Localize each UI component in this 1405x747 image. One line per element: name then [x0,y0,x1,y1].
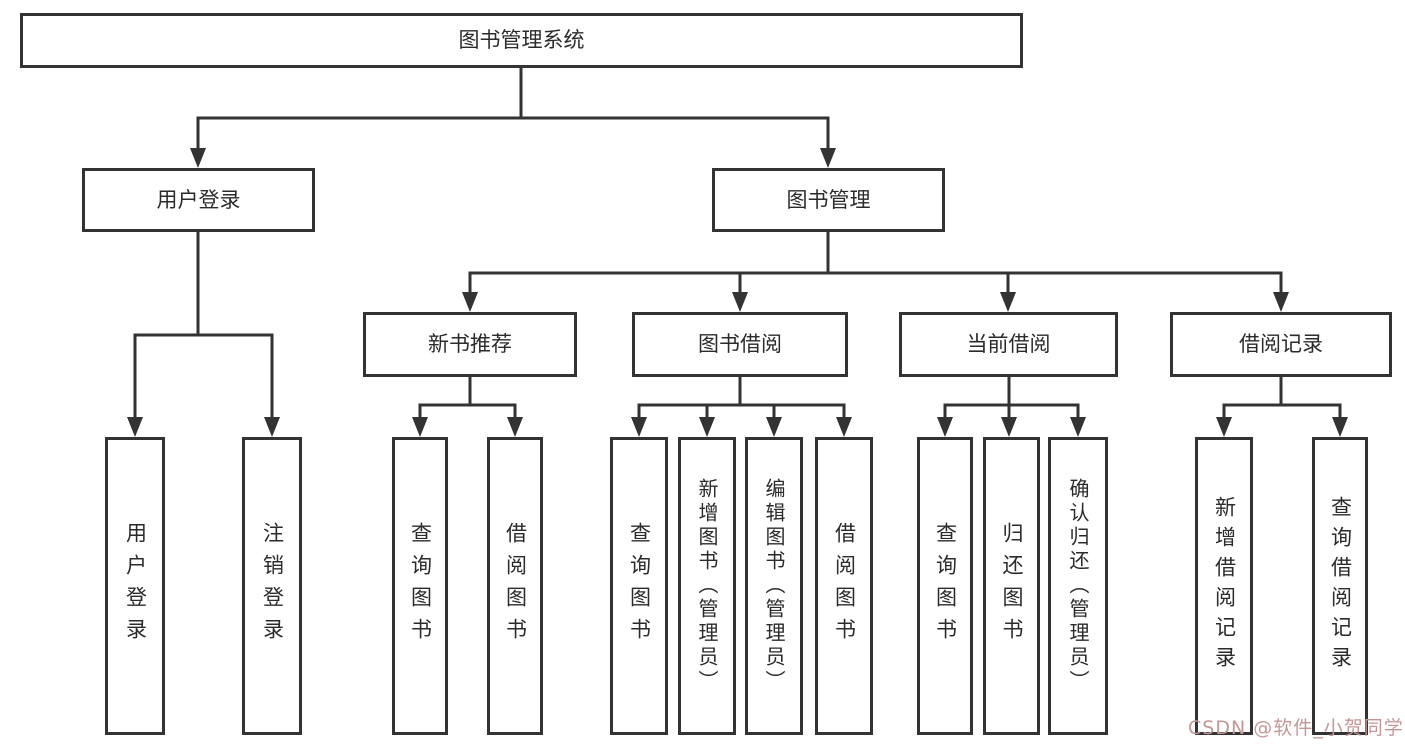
leaf-add-books-admin: 新增图书（管理员） [678,437,736,735]
watermark-text: CSDN @软件_小贺同学 [1188,717,1404,739]
leaf-logout: 注销登录 [242,437,302,735]
leaf-user-login: 用户登录 [105,437,165,735]
leaf-borrow-books-recommend: 借阅图书 [487,437,543,735]
leaf-borrow-books: 借阅图书 [815,437,873,735]
leaf-edit-books-admin: 编辑图书（管理员） [745,437,803,735]
node-current-borrowing-label: 当前借阅 [966,332,1051,356]
node-book-management-label: 图书管理 [786,187,871,212]
leaf-confirm-return-admin: 确认归还（管理员） [1048,437,1108,735]
node-new-book-recommend-label: 新书推荐 [428,332,512,356]
node-user-login: 用户登录 [82,168,315,232]
node-borrow-records-label: 借阅记录 [1239,332,1323,356]
leaf-return-books: 归还图书 [983,437,1040,735]
node-library-system: 图书管理系统 [20,13,1023,68]
node-library-system-label: 图书管理系统 [458,28,585,52]
leaf-query-books-recommend: 查询图书 [392,437,448,735]
leaf-query-books-borrowing: 查询图书 [610,437,668,735]
node-current-borrowing: 当前借阅 [899,312,1118,377]
node-book-management: 图书管理 [712,168,945,232]
node-borrow-records: 借阅记录 [1170,312,1392,377]
node-new-book-recommend: 新书推荐 [363,312,577,377]
node-user-login-label: 用户登录 [156,187,241,212]
node-book-borrowing: 图书借阅 [632,312,848,377]
node-book-borrowing-label: 图书借阅 [698,332,782,356]
leaf-query-borrow-record: 查询借阅记录 [1312,437,1368,735]
leaf-add-borrow-record: 新增借阅记录 [1195,437,1253,735]
leaf-query-books-current: 查询图书 [917,437,973,735]
